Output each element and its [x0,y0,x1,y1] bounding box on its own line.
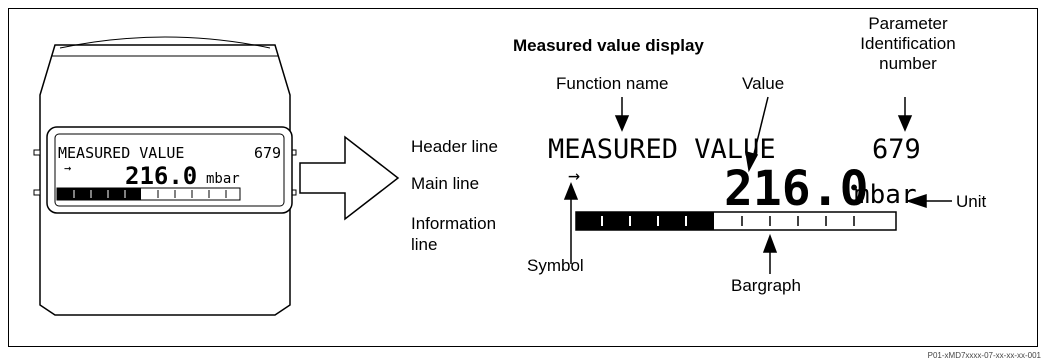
label-value: Value [742,74,785,93]
label-parameter-id-3: number [879,54,937,73]
right-arrow-icon [299,135,400,221]
label-function-name: Function name [556,74,669,93]
label-information-line-1: Information [411,214,497,233]
label-parameter-id-1: Parameter [868,14,948,33]
diagram-title: Measured value display [513,36,704,55]
figure-frame [8,8,1038,347]
small-value: 216.0 [125,162,197,190]
large-unit: mbar [854,180,917,210]
label-main-line: Main line [411,174,480,193]
small-header-text: MEASURED VALUE [58,144,184,162]
large-symbol: → [568,163,580,187]
small-header-id: 679 [254,144,281,162]
small-bargraph [56,187,241,201]
label-header-line: Header line [411,137,498,156]
large-value: 216.0 [724,161,869,217]
label-parameter-id-2: Identification [860,34,956,53]
small-unit: mbar [206,171,240,187]
label-bargraph: Bargraph [731,276,801,295]
label-information-line-2: line [411,235,438,254]
small-symbol: → [64,161,71,175]
callout-arrows [563,96,952,274]
large-header-text: MEASURED VALUE [548,134,776,165]
large-header-id: 679 [872,134,921,165]
label-unit: Unit [956,192,987,211]
figure-id: P01-xMD7xxxx-07-xx-xx-xx-001 [927,351,1041,360]
label-symbol: Symbol [527,256,584,275]
large-bargraph [575,211,897,231]
